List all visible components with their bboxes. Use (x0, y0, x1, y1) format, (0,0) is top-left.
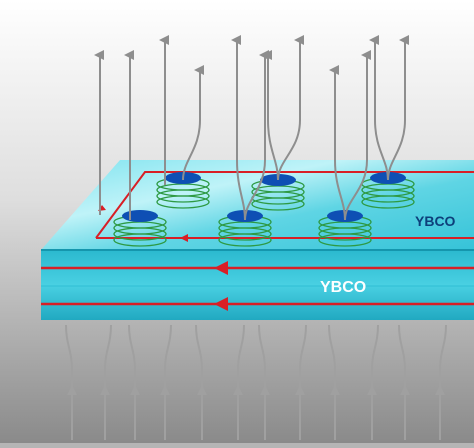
field-line (277, 35, 304, 181)
vortex-ring (156, 189, 210, 203)
vortex-ring (113, 227, 167, 241)
front-current-arrow-2 (214, 297, 228, 311)
ybco-slab (41, 160, 474, 320)
field-line-below (65, 324, 73, 440)
field-line-below (258, 324, 266, 440)
field-line-arrow (330, 385, 340, 395)
field-line (369, 35, 389, 181)
vortex-ring (318, 227, 372, 241)
field-line-arrow (67, 385, 77, 395)
slab-front-face (41, 250, 474, 320)
field-line-arrow (130, 385, 140, 395)
field-line-arrow (197, 385, 207, 395)
field-line-below (439, 324, 447, 440)
vortex-ring (251, 197, 305, 211)
field-line-below (371, 324, 379, 440)
field-line-arrow (367, 385, 377, 395)
field-line-below (299, 324, 307, 440)
field-line (182, 65, 204, 181)
field-line-below (328, 324, 336, 440)
vortex-ring (218, 233, 272, 247)
top-ybco-label: YBCO (415, 213, 456, 229)
field-line (329, 65, 346, 221)
vortex-ring (218, 227, 272, 241)
field-line-arrow (100, 385, 110, 395)
field-line-below (195, 324, 203, 440)
vortex-ring (156, 195, 210, 209)
front-ybco-label: YBCO (320, 279, 366, 296)
field-line-below (164, 324, 172, 440)
field-line-below (237, 324, 245, 440)
field-line-arrow (435, 385, 445, 395)
field-line (262, 50, 279, 181)
field-line-arrow (160, 385, 170, 395)
field-line-below (104, 324, 112, 440)
front-current-arrow-1 (214, 261, 228, 275)
current-arrow-bottom (180, 234, 188, 242)
field-line-below (128, 324, 136, 440)
field-lines-above (94, 35, 409, 221)
vortex-ring (361, 189, 415, 203)
field-line-arrow (233, 385, 243, 395)
field-line (387, 35, 409, 181)
vortex-ring (318, 233, 372, 247)
field-line (344, 50, 371, 221)
field-lines-below (65, 324, 447, 440)
front-currents (41, 261, 474, 311)
field-line (244, 50, 269, 221)
field-line-below (398, 324, 406, 440)
field-line-arrow (400, 385, 410, 395)
vortex-ring (361, 195, 415, 209)
vortex-ring (113, 233, 167, 247)
vortex-core (122, 210, 158, 222)
field-line-arrow (295, 385, 305, 395)
field-line-arrow (260, 385, 270, 395)
